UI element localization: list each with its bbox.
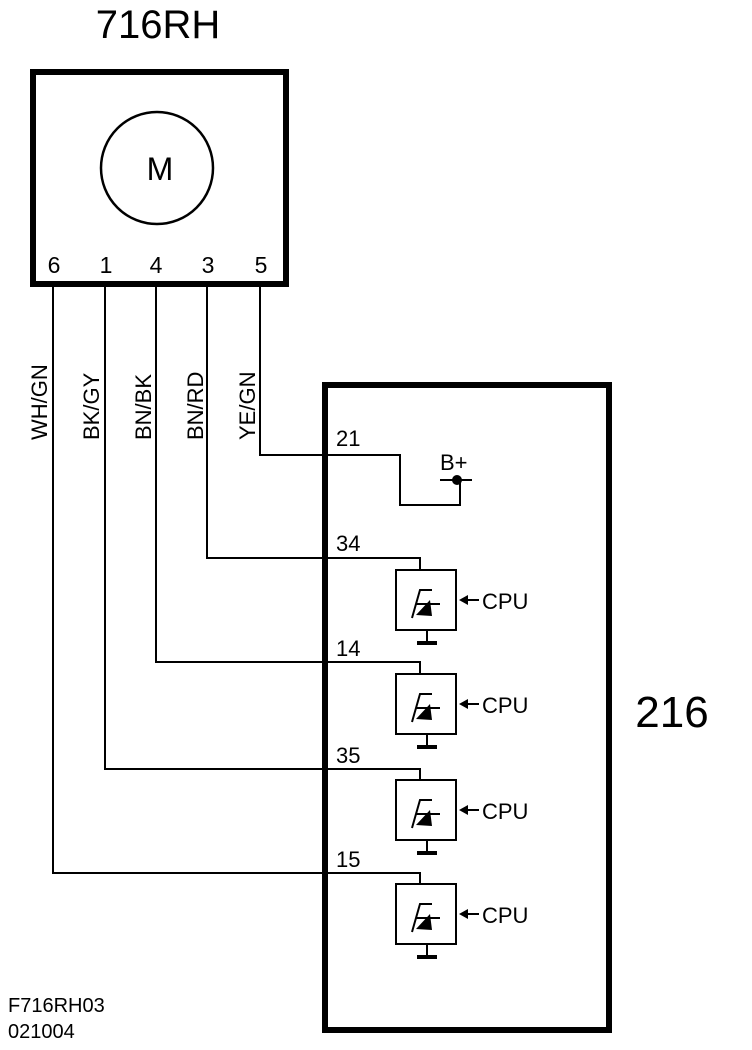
- driver-cpu-label-2: CPU: [482, 693, 528, 718]
- wire-bn-bk: [155, 284, 421, 674]
- motor-pin-1: 1: [100, 252, 113, 278]
- wire-ye-gn: [259, 284, 461, 506]
- ecu-pin-21: 21: [336, 426, 360, 451]
- motor-unit: 716RH M 6 1 4 3 5: [30, 3, 289, 287]
- driver-transistor-1: CPU: [395, 569, 528, 645]
- supply-label: B+: [440, 450, 468, 475]
- driver-cpu-label-4: CPU: [482, 903, 528, 928]
- motor-unit-box: [30, 69, 289, 287]
- motor-pin-6: 6: [48, 252, 61, 278]
- motor-symbol-letter: M: [147, 151, 174, 187]
- supply-dot: [452, 475, 462, 485]
- ecu-label: 216: [635, 688, 708, 737]
- wire-labels: WH/GN BK/GY BN/BK BN/RD YE/GN: [27, 364, 260, 440]
- driver-transistor-3: CPU: [395, 779, 528, 855]
- ecu-pin-14: 14: [336, 636, 360, 661]
- ecu-pin-35: 35: [336, 743, 360, 768]
- wires: [52, 284, 461, 884]
- ecu-box: [322, 382, 612, 1033]
- footer-code: F716RH03: [8, 995, 105, 1017]
- driver-transistor-4: CPU: [395, 883, 528, 959]
- footer-date: 021004: [8, 1021, 75, 1043]
- motor-unit-label: 716RH: [96, 3, 221, 47]
- ecu-unit: 216 21 34 14 35 15 B+ CPU: [322, 382, 709, 1033]
- motor-pin-3: 3: [202, 252, 215, 278]
- wire-wh-gn: [52, 284, 421, 884]
- supply-node: B+: [440, 450, 472, 485]
- wire-bk-gy: [104, 284, 421, 780]
- motor-pin-5: 5: [255, 252, 268, 278]
- wire-label-bn-rd: BN/RD: [183, 372, 208, 440]
- driver-cpu-label-1: CPU: [482, 589, 528, 614]
- driver-transistor-2: CPU: [395, 673, 528, 749]
- ecu-pin-15: 15: [336, 847, 360, 872]
- wire-label-bn-bk: BN/BK: [131, 374, 156, 440]
- motor-symbol-circle: [99, 110, 215, 226]
- driver-cpu-label-3: CPU: [482, 799, 528, 824]
- motor-pin-4: 4: [150, 252, 163, 278]
- wire-label-bk-gy: BK/GY: [79, 372, 104, 440]
- wire-label-wh-gn: WH/GN: [27, 364, 52, 440]
- wire-label-ye-gn: YE/GN: [235, 372, 260, 440]
- wire-bn-rd: [206, 284, 421, 570]
- ecu-pin-34: 34: [336, 531, 360, 556]
